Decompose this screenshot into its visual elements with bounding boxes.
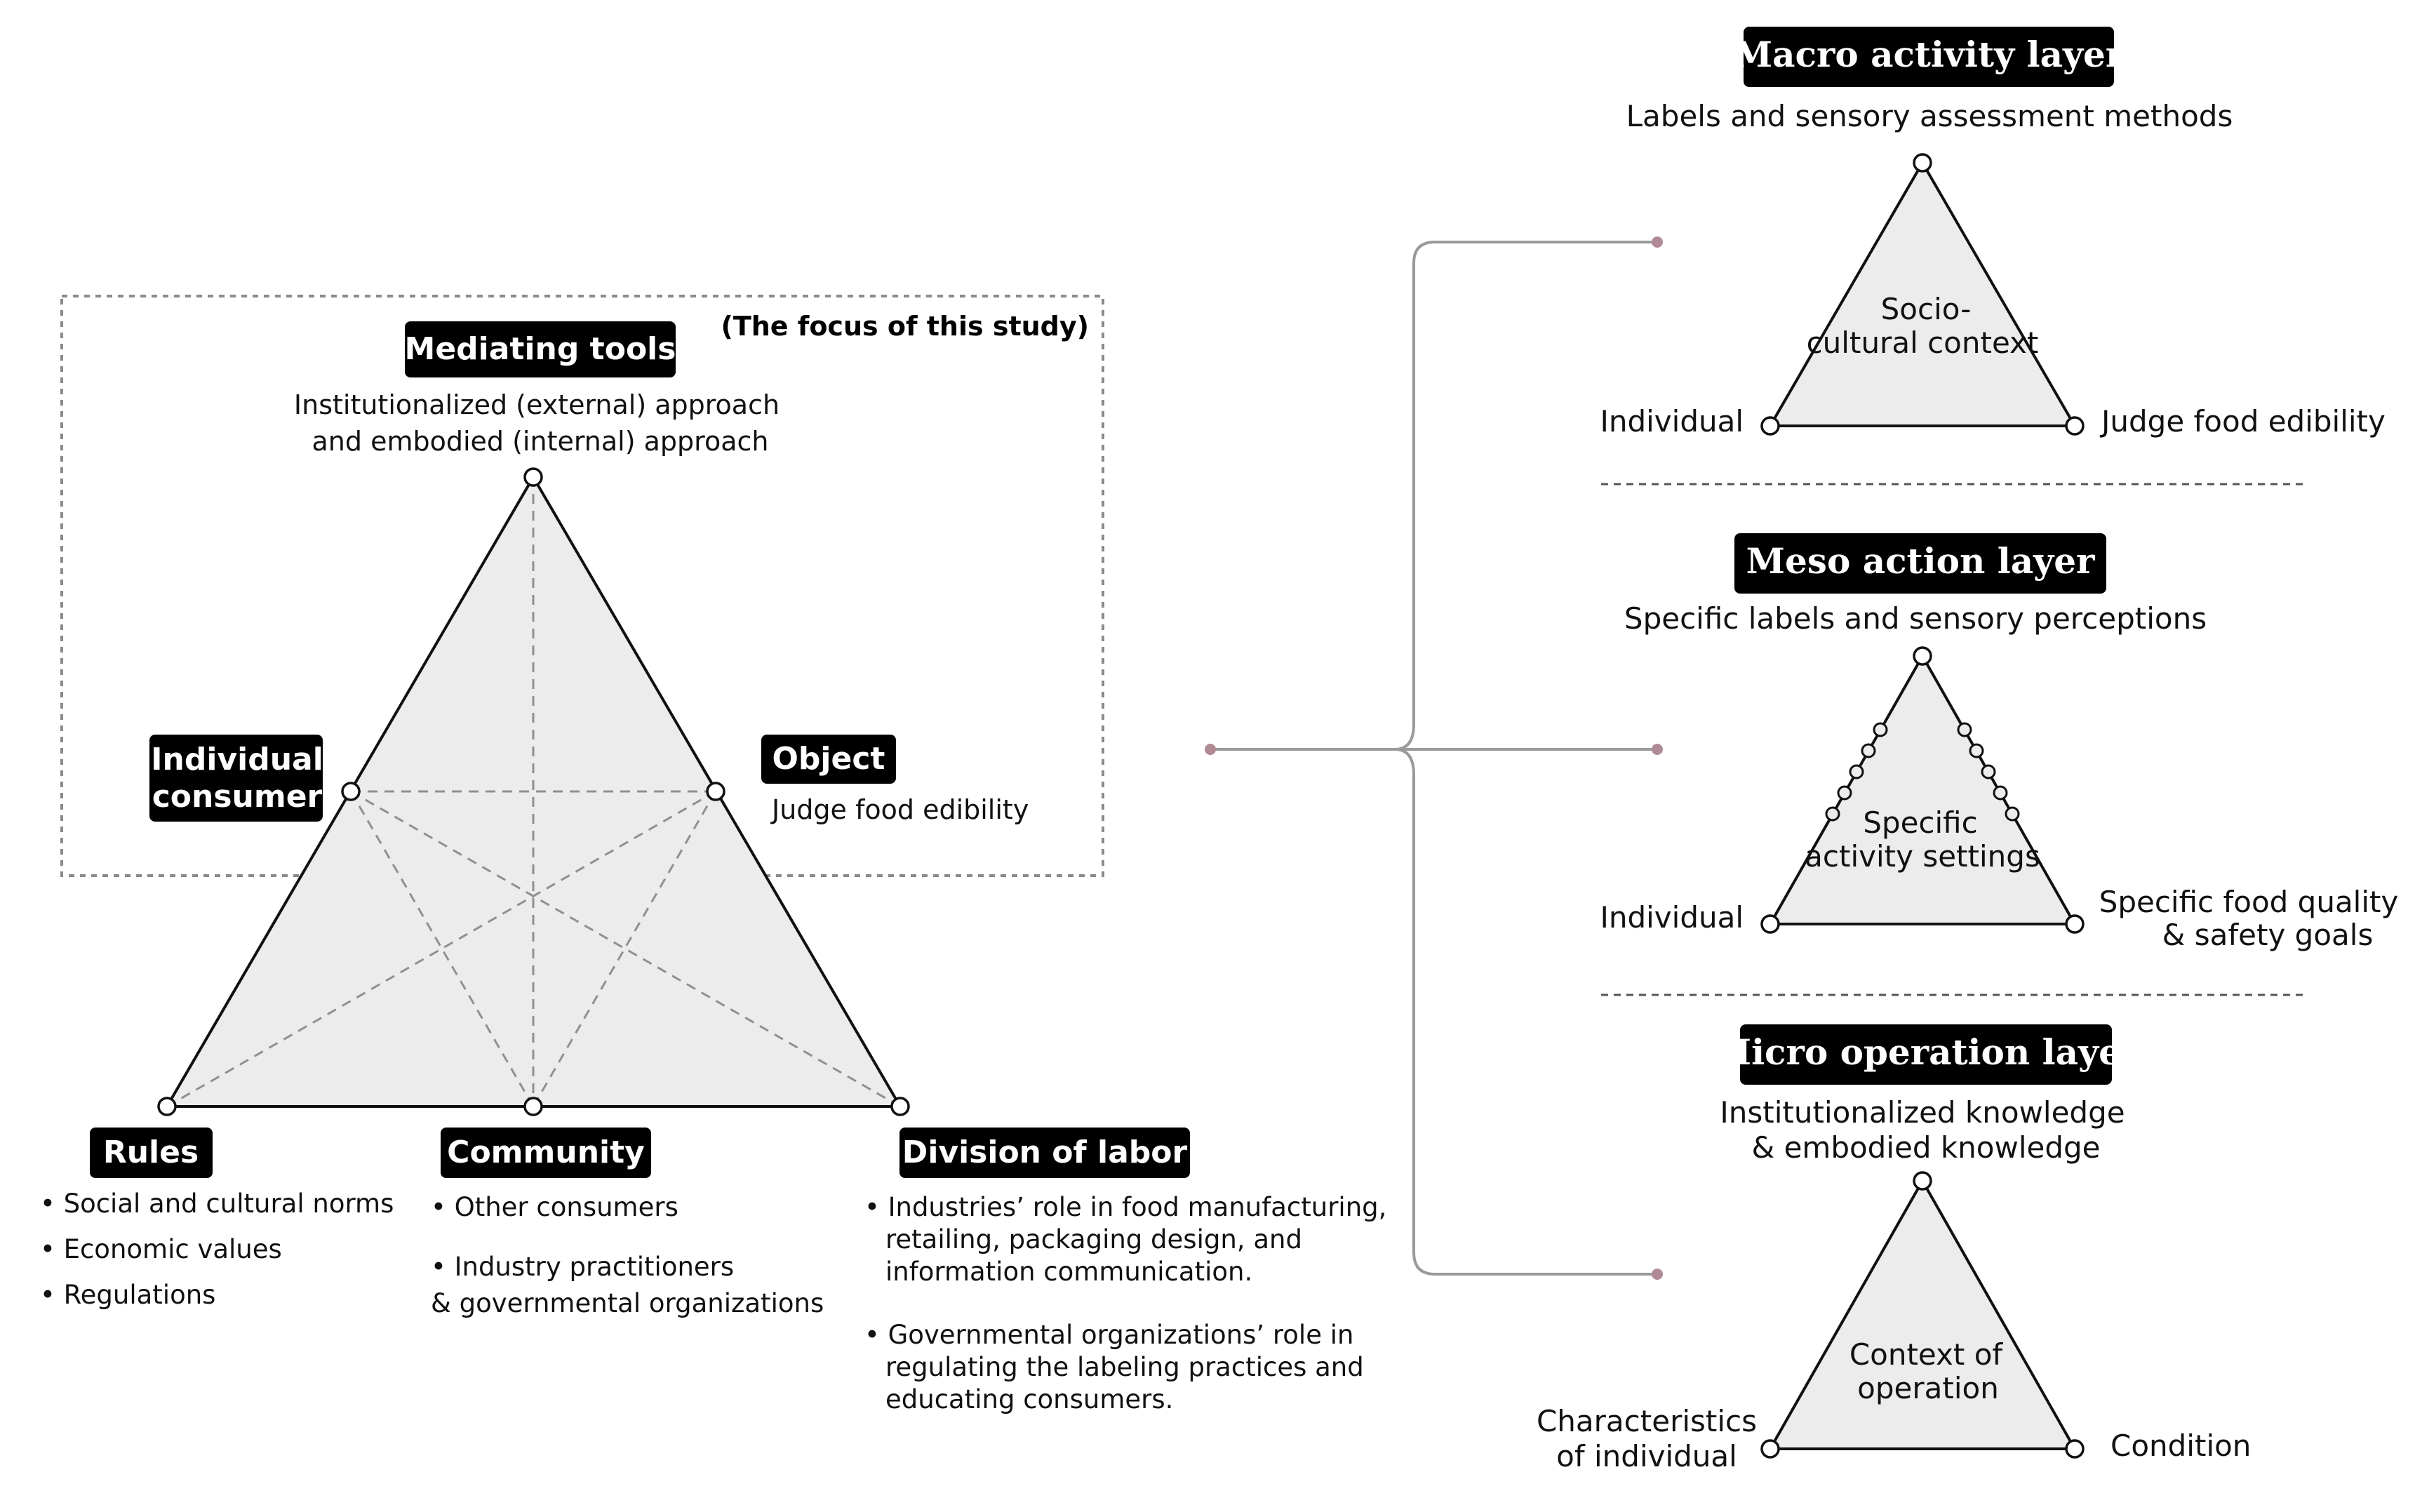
division-of-labor-box (899, 1128, 1190, 1178)
community-box (441, 1128, 651, 1178)
main-nodes (157, 467, 910, 1116)
rules-item-2: • Economic values (40, 1234, 282, 1264)
community-item-1: • Other consumers (431, 1192, 678, 1222)
micro-node-right (2065, 1439, 2085, 1459)
division-item-1-line3: information communication. (885, 1257, 1252, 1287)
meso-right-label-2: & safety goals (2162, 918, 2374, 952)
rules-title: Rules (103, 1135, 199, 1170)
macro-node-left (1760, 416, 1780, 436)
micro-title: Micro operation layer (1713, 1031, 2140, 1073)
rules-box (90, 1128, 213, 1178)
node-rules (157, 1097, 177, 1116)
micro-node-left (1760, 1439, 1780, 1459)
meso-center-1: Specific (1863, 805, 1977, 840)
micro-title-box (1740, 1024, 2112, 1085)
division-item-2-line3: educating consumers. (885, 1384, 1173, 1414)
meso-edge-circles (1825, 722, 2020, 822)
micro-triangle (1767, 1177, 2078, 1450)
micro-top-label-2: & embodied knowledge (1751, 1130, 2100, 1165)
meso-triangle (1767, 653, 2078, 925)
macro-triangle (1767, 160, 2078, 427)
meso-left-label: Individual (1600, 900, 1744, 935)
object-title: Object (772, 741, 885, 777)
meso-center-2: activity settings (1805, 839, 2040, 874)
macro-node-right (2065, 416, 2085, 436)
micro-center-1: Context of (1849, 1337, 2004, 1372)
rules-item-3: • Regulations (40, 1280, 215, 1310)
individual-consumer-line1: Individual (151, 742, 323, 777)
division-item-2-line1: • Governmental organizations’ role in (864, 1320, 1353, 1350)
object-desc: Judge food edibility (770, 794, 1029, 825)
brace-endpoints (1205, 236, 1663, 1280)
focus-note: (The focus of this study) (721, 311, 1089, 342)
meso-right-label-1: Specific food quality (2099, 885, 2399, 919)
meso-layer: Meso action layer Specific labels and se… (1600, 533, 2398, 952)
macro-layer: Macro activity layer Labels and sensory … (1600, 27, 2386, 439)
individual-consumer-box (149, 735, 323, 822)
micro-top-label-1: Institutionalized knowledge (1720, 1095, 2125, 1130)
macro-title: Macro activity layer (1734, 34, 2125, 75)
individual-consumer-line2: consumer (152, 779, 323, 815)
meso-title-box (1734, 533, 2106, 594)
macro-left-label: Individual (1600, 404, 1744, 439)
macro-right-label: Judge food edibility (2099, 404, 2386, 439)
division-item-2-line2: regulating the labeling practices and (885, 1352, 1364, 1382)
macro-title-box (1744, 27, 2114, 87)
node-community (523, 1097, 543, 1116)
node-mediating-tools (523, 467, 543, 487)
division-of-labor-title: Division of labor (902, 1135, 1188, 1170)
macro-center-2: cultural context (1807, 326, 2039, 360)
micro-node-top (1913, 1171, 1932, 1191)
object-box (761, 735, 896, 784)
macro-center-1: Socio- (1881, 292, 1972, 326)
meso-top-label: Specific labels and sensory perceptions (1624, 601, 2207, 636)
meso-node-top (1913, 646, 1932, 666)
division-item-1-line1: • Industries’ role in food manufacturing… (864, 1192, 1386, 1222)
rules-item-1: • Social and cultural norms (40, 1189, 394, 1219)
meso-node-right (2065, 914, 2085, 934)
community-item-2-line1: • Industry practitioners (431, 1252, 734, 1282)
node-division-of-labor (890, 1097, 910, 1116)
division-item-1-line2: retailing, packaging design, and (885, 1224, 1302, 1255)
community-title: Community (447, 1135, 645, 1170)
activity-system: (The focus of this study) Mediating tool… (40, 295, 1386, 1414)
mediating-tools-desc-1: Institutionalized (external) approach (294, 389, 780, 420)
focus-box (60, 295, 1104, 877)
brace-connector (1210, 241, 1657, 1276)
micro-left-label-1: Characteristics (1537, 1404, 1757, 1438)
mediating-tools-desc-2: and embodied (internal) approach (312, 426, 769, 457)
micro-right-label: Condition (2110, 1429, 2251, 1463)
inner-dashed-lines (166, 477, 901, 1108)
meso-title: Meso action layer (1746, 540, 2095, 582)
node-individual-consumer (341, 782, 361, 801)
mediating-tools-box (405, 321, 676, 377)
micro-layer: Micro operation layer Institutionalized … (1537, 1024, 2251, 1473)
micro-center-2: operation (1857, 1371, 1999, 1405)
macro-node-top (1913, 153, 1932, 173)
macro-top-label: Labels and sensory assessment methods (1626, 99, 2233, 133)
meso-node-left (1760, 914, 1780, 934)
community-item-2-line2: & governmental organizations (431, 1288, 824, 1318)
node-object (706, 782, 725, 801)
micro-left-label-2: of individual (1556, 1439, 1737, 1473)
mediating-tools-title: Mediating tools (405, 331, 676, 367)
